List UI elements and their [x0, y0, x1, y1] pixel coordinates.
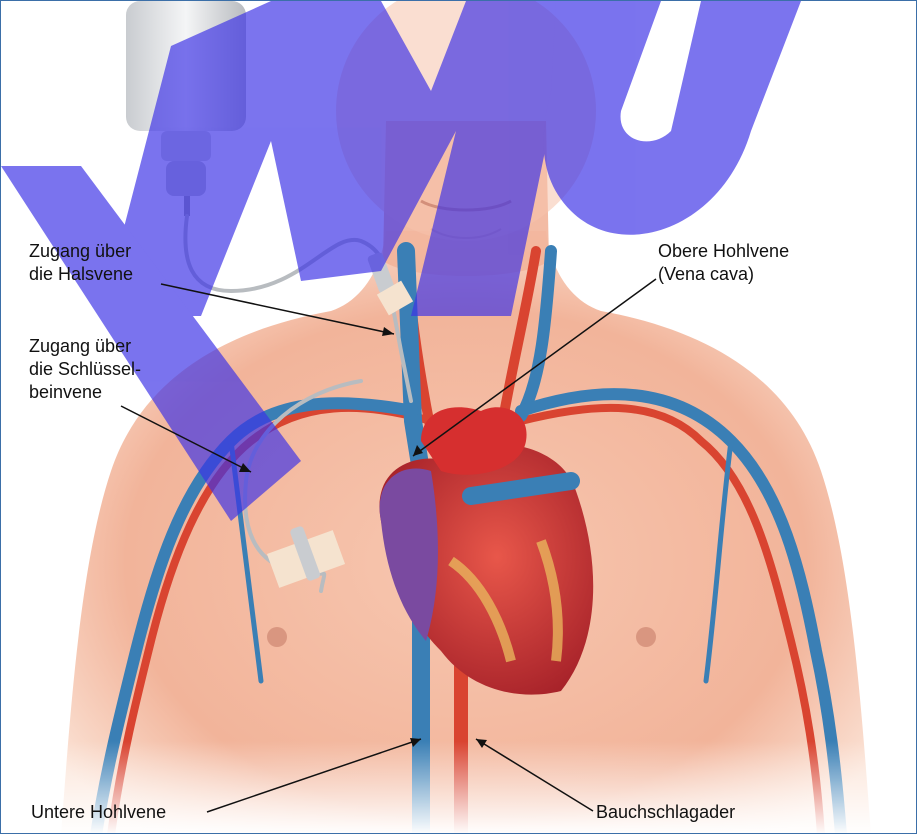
label-abdominal-aorta-text: Bauchschlagader [596, 801, 735, 824]
label-inferior-vena-cava: Untere Hohlvene [31, 801, 166, 824]
nipple-left [267, 627, 287, 647]
nipple-right [636, 627, 656, 647]
label-inferior-vena-cava-text: Untere Hohlvene [31, 801, 166, 824]
label-jugular-access-line-2: die Halsvene [29, 263, 133, 286]
label-abdominal-aorta: Bauchschlagader [596, 801, 735, 824]
label-superior-vena-cava-line-2: (Vena cava) [658, 263, 789, 286]
label-subclavian-access: Zugang über die Schlüssel- beinvene [29, 335, 141, 404]
label-subclavian-access-line-1: Zugang über [29, 335, 141, 358]
label-superior-vena-cava: Obere Hohlvene (Vena cava) [658, 240, 789, 286]
label-subclavian-access-line-3: beinvene [29, 381, 141, 404]
label-superior-vena-cava-line-1: Obere Hohlvene [658, 240, 789, 263]
label-subclavian-access-line-2: die Schlüssel- [29, 358, 141, 381]
label-jugular-access: Zugang über die Halsvene [29, 240, 133, 286]
label-jugular-access-line-1: Zugang über [29, 240, 133, 263]
